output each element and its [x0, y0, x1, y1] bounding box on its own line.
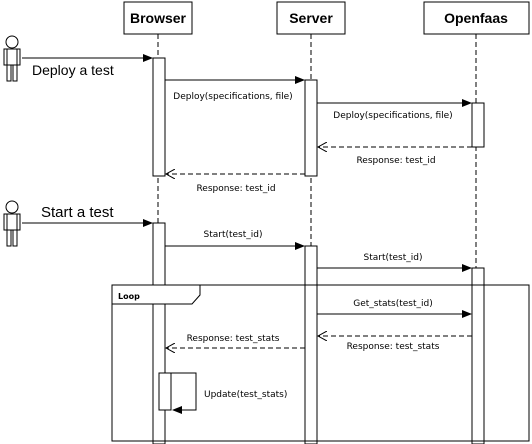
activation-browser-1: [152, 57, 166, 177]
actor-deploy-icon: [3, 35, 21, 82]
msg-response-stats-openfaas-server-label: Response: test_stats: [347, 342, 440, 352]
participant-openfaas-label: Openfaas: [444, 10, 508, 26]
loop-frame: Loop: [111, 284, 530, 442]
participant-server: Server: [276, 1, 346, 35]
msg-deploy-server-openfaas-label: Deploy(specifications, file): [333, 111, 452, 121]
participant-server-label: Server: [289, 10, 333, 26]
participant-browser: Browser: [123, 1, 193, 35]
msg-start-browser-server-label: Start(test_id): [203, 230, 262, 240]
msg-get-stats-label: Get_stats(test_id): [353, 299, 433, 309]
participant-browser-label: Browser: [130, 10, 187, 26]
msg-response-stats-server-browser-label: Response: test_stats: [187, 334, 280, 344]
actor-start-icon: [3, 200, 21, 247]
msg-response-openfaas-server-label: Response: test_id: [356, 156, 435, 166]
msg-deploy-browser-server-label: Deploy(specifications, file): [173, 92, 292, 102]
msg-start-server-openfaas-label: Start(test_id): [363, 253, 422, 263]
actor-deploy-label: Deploy a test: [32, 62, 114, 78]
activation-server-2: [304, 245, 318, 444]
participant-openfaas: Openfaas: [423, 1, 530, 35]
activation-browser-2: [152, 222, 166, 444]
msg-update-self-arrow: [171, 372, 197, 414]
msg-update-self-label: Update(test_stats): [204, 390, 287, 400]
msg-response-server-browser-label: Response: test_id: [196, 184, 275, 194]
activation-openfaas-1: [471, 102, 485, 148]
actor-start-label: Start a test: [41, 204, 114, 221]
loop-label: Loop: [118, 292, 140, 301]
activation-browser-self: [158, 372, 172, 411]
activation-server-1: [304, 79, 318, 177]
activation-openfaas-2: [471, 267, 485, 444]
